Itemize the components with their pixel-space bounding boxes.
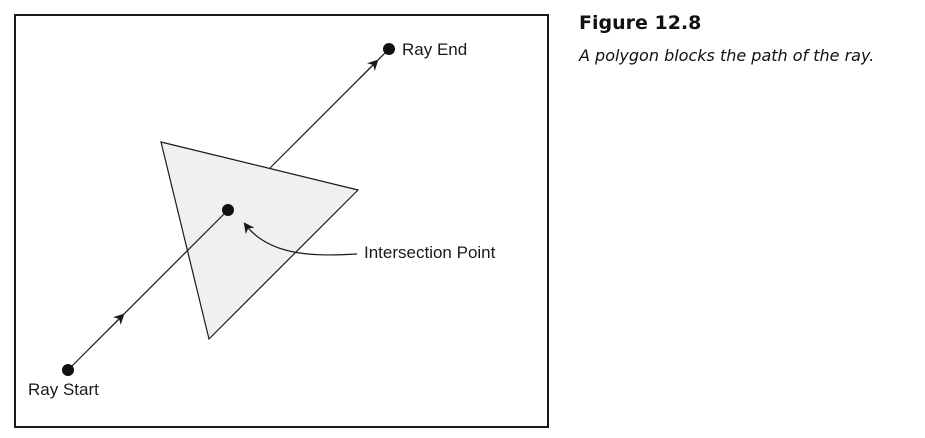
figure-number: Figure 12.8 bbox=[579, 12, 702, 34]
caption-block: Figure 12.8 A polygon blocks the path of… bbox=[579, 12, 909, 65]
intersection-point bbox=[222, 204, 234, 216]
intersection-callout-arrow bbox=[243, 222, 358, 256]
figure-frame bbox=[14, 14, 549, 428]
ray-end-label: Ray End bbox=[402, 40, 467, 59]
figure-caption: A polygon blocks the path of the ray. bbox=[579, 46, 875, 65]
ray-direction-arrow-lower bbox=[107, 313, 125, 331]
ray-end-point bbox=[383, 43, 395, 55]
ray-start-point bbox=[62, 364, 74, 376]
blocking-polygon bbox=[160, 141, 360, 341]
ray-start-label: Ray Start bbox=[28, 380, 99, 399]
intersection-label: Intersection Point bbox=[364, 243, 496, 262]
ray-segment-start bbox=[67, 209, 229, 371]
ray-direction-arrow-upper bbox=[359, 59, 379, 79]
